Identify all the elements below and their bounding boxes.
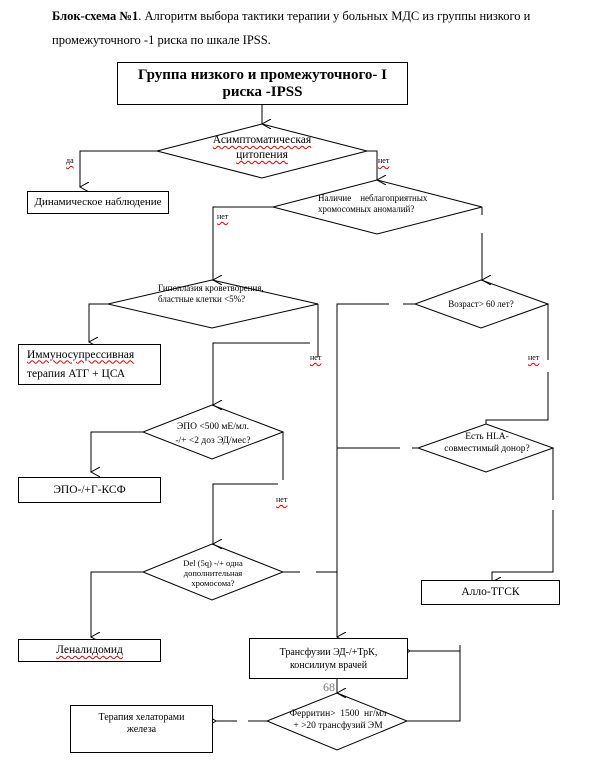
decision-hla-donor: Есть HLA- совместимый донор? — [432, 431, 542, 455]
box-chelation-line2: железа — [126, 724, 157, 735]
decision-hypoplasia-line2: бластные клетки <5%? — [158, 294, 246, 304]
decision-chromosome-line1: Наличие неблагоприятных — [318, 193, 428, 203]
page-number: 68 — [323, 680, 335, 694]
edge-label-no-3: нет — [310, 353, 322, 362]
decision-ferritin-line2: + >20 трансфузий ЭМ — [293, 721, 383, 731]
box-iron-chelation: Терапия хелаторами железа — [70, 705, 213, 753]
edge-label-yes: да — [66, 156, 74, 165]
box-transfusion-line1: Трансфузии ЭД-/+ТрК, — [280, 646, 378, 659]
box-transfusion-consilium: Трансфузии ЭД-/+ТрК, консилиум врачей — [249, 638, 408, 679]
decision-ferritin: Ферритин> 1500 нг/мл + >20 трансфузий ЭМ — [285, 708, 391, 732]
figure-caption: Блок-схема №1. Алгоритм выбора тактики т… — [52, 4, 582, 52]
decision-del5q-shape — [141, 543, 285, 601]
decision-asymptomatic-shape — [156, 123, 368, 179]
decision-chromosome-line2: хромосомных аномалий? — [318, 204, 415, 214]
box-dynamic-observation-text: Динамическое наблюдение — [34, 196, 162, 208]
decision-age: Возраст> 60 лет? — [436, 298, 526, 310]
decision-age-text: Возраст> 60 лет? — [448, 299, 514, 309]
box-immuno-line1: Иммуносупрессивная — [27, 348, 135, 361]
edge-label-no-5: нет — [276, 495, 288, 504]
start-node-line2: риска -IPSS — [222, 83, 303, 100]
decision-del5q: Del (5q) -/+ одна дополнительная хромосо… — [165, 558, 261, 588]
decision-hla-line1: Есть HLA- — [465, 432, 509, 442]
decision-epo-level: ЭПО <500 мЕ/мл. -/+ <2 доз ЭД/мес? — [158, 420, 268, 448]
edge-label-no-1: нет — [378, 156, 390, 165]
box-dynamic-observation: Динамическое наблюдение — [27, 191, 169, 214]
box-transfusion-line2: консилиум врачей — [289, 659, 368, 671]
decision-hypoplasia-shape — [107, 279, 319, 329]
decision-asymptomatic-cytopenia: Асимптоматическая цитопения — [192, 133, 332, 163]
decision-del5q-line2: дополнительная — [183, 568, 243, 578]
box-chelation-line1: Терапия хелаторами — [98, 712, 185, 723]
decision-asymptomatic-line1: Асимптоматическая — [212, 134, 312, 146]
decision-epo-line1: ЭПО <500 мЕ/мл. — [177, 422, 249, 432]
box-allo-hsct: Алло-ТГСК — [421, 580, 560, 605]
decision-chromosome-shape — [271, 179, 483, 235]
decision-hypoplasia: Гипоплазия кроветворения, бластные клетк… — [158, 283, 278, 305]
decision-ferritin-shape — [265, 692, 409, 751]
decision-del5q-line3: хромосома? — [191, 578, 235, 588]
decision-epo-line2: -/+ <2 доз ЭД/мес? — [175, 436, 251, 446]
start-node-low-risk-group: Группа низкого и промежуточного- I риска… — [117, 62, 408, 105]
box-immunosuppressive-therapy: Иммуносупрессивная терапия АТГ + ЦСА — [18, 344, 161, 385]
decision-hla-line2: совместимый донор? — [444, 444, 530, 454]
box-lenalidomide: Леналидомид — [18, 639, 161, 662]
decision-chromosome-anomalies: Наличие неблагоприятных хромосомных аном… — [318, 193, 446, 215]
box-allo-hsct-text: Алло-ТГСК — [461, 586, 520, 598]
box-epo-gcsf: ЭПО-/+Г-КСФ — [18, 477, 161, 503]
box-lenalidomide-text: Леналидомид — [56, 644, 123, 656]
edge-label-no-4: нет — [528, 353, 540, 362]
decision-del5q-line1: Del (5q) -/+ одна — [183, 558, 243, 568]
decision-ferritin-line1: Ферритин> 1500 нг/мл — [289, 709, 387, 719]
caption-text: . Алгоритм выбора тактики терапии у боль… — [52, 9, 531, 47]
decision-age-shape — [413, 279, 550, 329]
decision-hla-shape — [416, 423, 555, 473]
box-immuno-line2: терапия АТГ + ЦСА — [27, 367, 126, 380]
start-node-line1: Группа низкого и промежуточного- I — [138, 66, 387, 83]
edge-label-no-2: нет — [217, 212, 229, 221]
box-epo-gcsf-text: ЭПО-/+Г-КСФ — [53, 483, 126, 496]
decision-epo-shape — [141, 404, 285, 460]
decision-asymptomatic-line2: цитопения — [236, 149, 288, 161]
decision-hypoplasia-line1: Гипоплазия кроветворения, — [158, 283, 264, 293]
box-transfusion-line1-text: Трансфузии ЭД-/+ТрК, — [279, 646, 378, 658]
caption-title: Блок-схема №1 — [52, 9, 139, 23]
